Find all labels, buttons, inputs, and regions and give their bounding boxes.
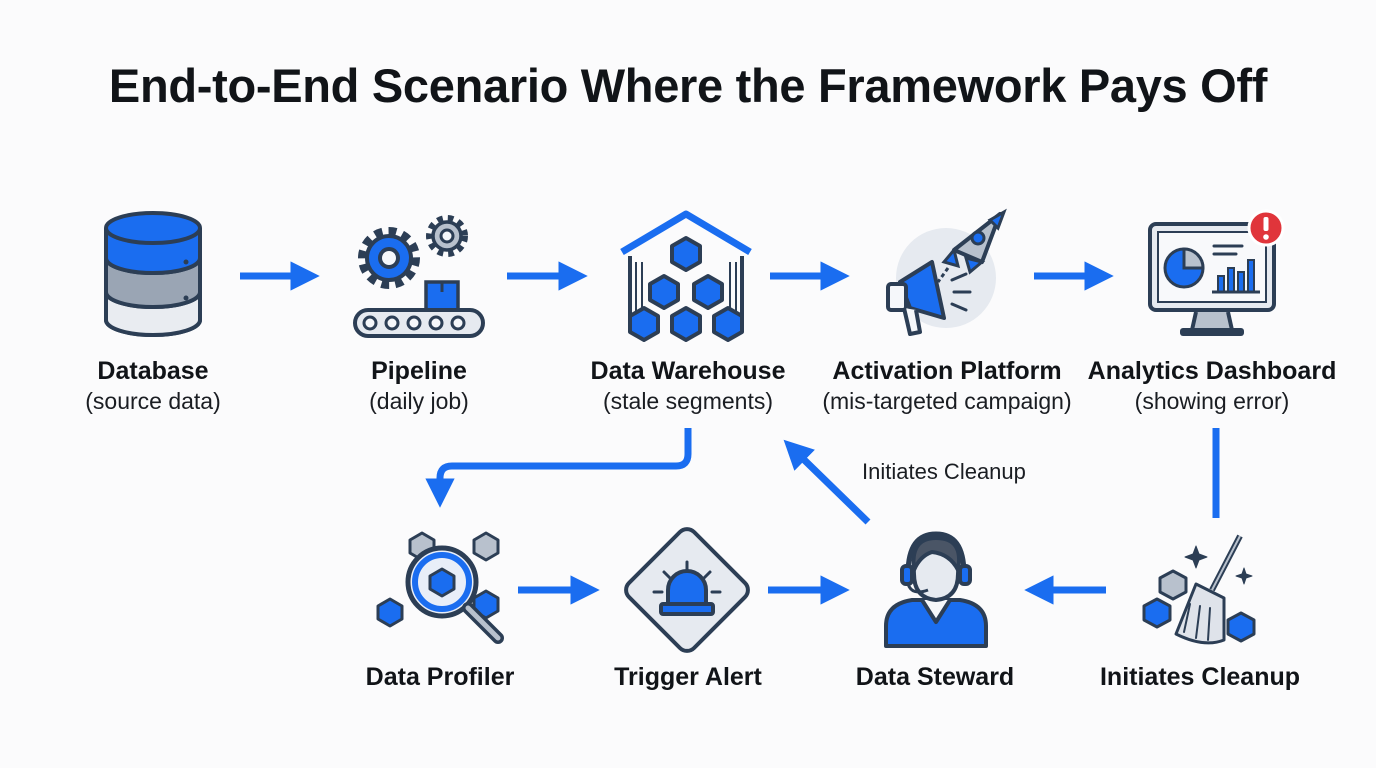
page-title: End-to-End Scenario Where the Framework …	[108, 59, 1268, 112]
node-label: Initiates Cleanup	[1099, 663, 1301, 691]
node-sublabel: (stale segments)	[602, 388, 773, 414]
magnifier-cubes-icon	[376, 531, 504, 644]
gears-conveyor-icon	[353, 215, 485, 338]
edge-label-initiates-cleanup: Initiates Cleanup	[862, 459, 1026, 484]
node-initiates-cleanup: Initiates Cleanup	[1100, 662, 1300, 692]
node-pipeline: Pipeline (daily job)	[369, 356, 469, 416]
node-sublabel: (daily job)	[369, 388, 469, 414]
headset-person-icon	[884, 531, 988, 648]
node-label: Analytics Dashboard	[1087, 357, 1337, 385]
siren-icon	[624, 527, 750, 653]
node-sublabel: (source data)	[85, 388, 221, 414]
node-data-profiler: Data Profiler	[366, 662, 515, 692]
node-database: Database (source data)	[85, 356, 221, 416]
node-label: Data Steward	[855, 663, 1015, 691]
connector-group	[240, 261, 1220, 605]
node-label: Data Profiler	[365, 663, 515, 691]
node-label: Trigger Alert	[614, 663, 762, 691]
node-data-warehouse: Data Warehouse (stale segments)	[591, 356, 786, 416]
node-label: Activation Platform	[832, 357, 1062, 385]
broom-cubes-icon	[1142, 534, 1256, 645]
node-data-steward: Data Steward	[856, 662, 1014, 692]
warehouse-icon	[620, 210, 752, 342]
rocket-megaphone-icon	[886, 208, 1007, 336]
database-icon	[104, 211, 202, 337]
node-analytics-dashboard: Analytics Dashboard (showing error)	[1088, 356, 1337, 416]
node-label: Data Warehouse	[590, 357, 786, 385]
node-sublabel: (showing error)	[1134, 388, 1290, 414]
node-label: Database	[97, 357, 209, 385]
node-label: Pipeline	[371, 357, 467, 385]
arrow-steward-to-warehouse	[783, 439, 871, 525]
node-sublabel: (mis-targeted campaign)	[822, 388, 1072, 414]
node-activation-platform: Activation Platform (mis-targeted campai…	[822, 356, 1071, 416]
arrow-warehouse-to-profiler	[425, 428, 692, 508]
node-trigger-alert: Trigger Alert	[614, 662, 762, 692]
monitor-chart-icon	[1148, 209, 1285, 336]
